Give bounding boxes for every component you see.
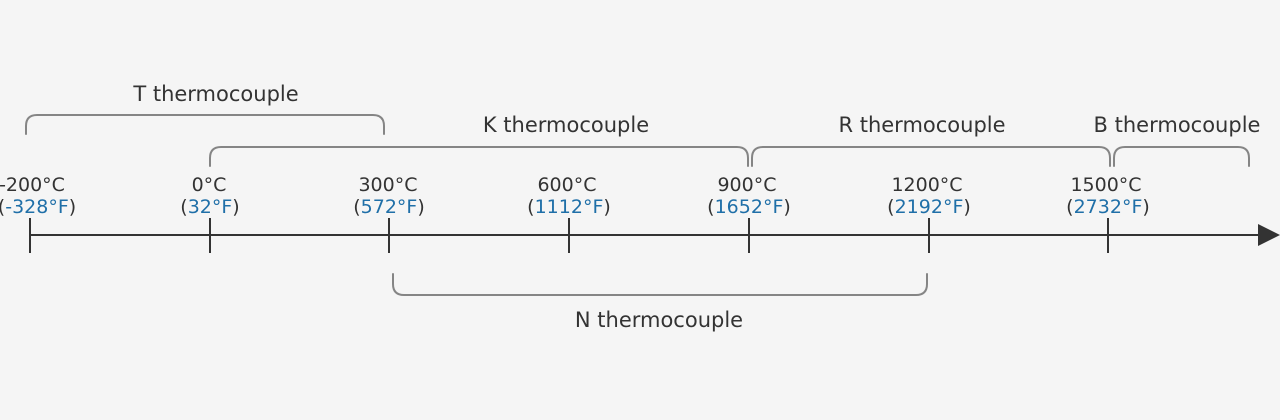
b-thermocouple-bracket [1113, 146, 1250, 167]
tick-label-fahrenheit: (2192°F) [887, 196, 971, 218]
tick-label-fahrenheit: (1652°F) [707, 196, 791, 218]
r-thermocouple-label: R thermocouple [838, 113, 1005, 137]
tick-label-celsius: 300°C [358, 174, 417, 196]
tick-label-fahrenheit: (1112°F) [527, 196, 611, 218]
tick-label-celsius: 900°C [717, 174, 776, 196]
fahrenheit-value: 2732°F [1074, 196, 1143, 218]
tick-label-celsius: 0°C [192, 174, 227, 196]
n-thermocouple-bracket [392, 273, 928, 296]
tick-label-fahrenheit: (32°F) [180, 196, 239, 218]
fahrenheit-value: 1112°F [535, 196, 604, 218]
axis-arrow-icon [1258, 224, 1280, 246]
tick-label-fahrenheit: (2732°F) [1066, 196, 1150, 218]
tick-label-celsius: 1500°C [1070, 174, 1141, 196]
n-thermocouple-label: N thermocouple [575, 308, 743, 332]
k-thermocouple-label: K thermocouple [483, 113, 649, 137]
t-thermocouple-bracket [25, 114, 385, 135]
t-thermocouple-label: T thermocouple [132, 82, 298, 106]
fahrenheit-value: 2192°F [895, 196, 964, 218]
tick-label-fahrenheit: (-328°F) [0, 196, 76, 218]
tick-label-celsius: 1200°C [891, 174, 962, 196]
b-thermocouple-label: B thermocouple [1094, 113, 1261, 137]
fahrenheit-value: 1652°F [715, 196, 784, 218]
fahrenheit-value: 32°F [188, 196, 233, 218]
k-thermocouple-bracket [209, 146, 749, 167]
tick-label-celsius: -200°C [0, 174, 65, 196]
tick-label-fahrenheit: (572°F) [353, 196, 425, 218]
r-thermocouple-bracket [751, 146, 1111, 167]
tick-label-celsius: 600°C [537, 174, 596, 196]
fahrenheit-value: -328°F [5, 196, 69, 218]
fahrenheit-value: 572°F [361, 196, 418, 218]
